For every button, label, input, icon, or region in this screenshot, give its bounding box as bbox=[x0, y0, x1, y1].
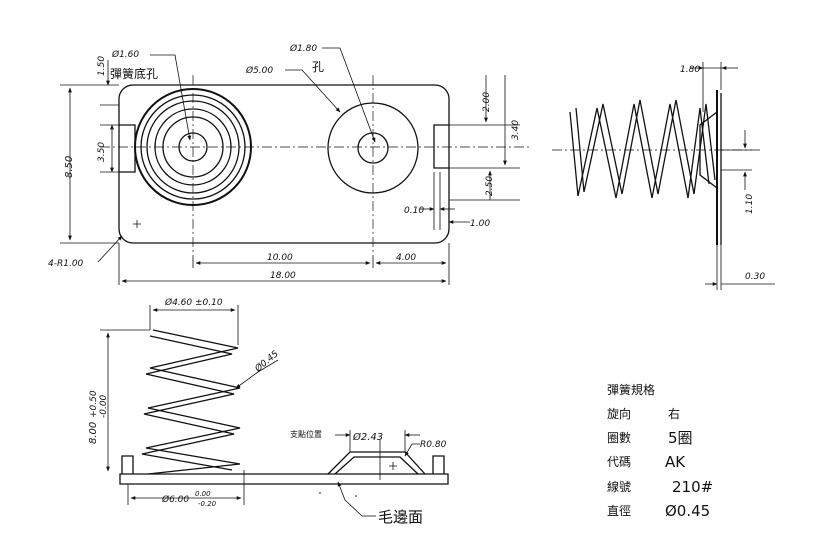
spec-label-coils: 圈數 bbox=[607, 431, 631, 445]
front-dim-base-tol-plus: 0.00 bbox=[195, 490, 211, 498]
dim-right-top: 2.00 bbox=[482, 92, 492, 112]
front-dim-height-tol-minus: -0.00 bbox=[99, 394, 109, 418]
front-dim-base-dia: Ø6.00 bbox=[161, 494, 189, 505]
front-spring bbox=[145, 329, 241, 475]
front-dim-height: 8.00 bbox=[88, 422, 99, 444]
spring-spec-table: 彈簧規格 旋向 右 圈數 5圈 代碼 AK 線號 210# 直徑 Ø0.45 bbox=[607, 382, 713, 520]
pad-bump bbox=[327, 451, 426, 475]
label-burr-surface: 毛邊面 bbox=[378, 508, 423, 526]
dim-center-spacing: 10.00 bbox=[267, 253, 293, 263]
top-view: 8.50 1.50 3.50 2.00 3.40 2.50 0.10 1.00 … bbox=[48, 43, 530, 285]
spec-label-diameter: 直徑 bbox=[607, 504, 631, 518]
label-pad-hole-suffix: 孔 bbox=[312, 60, 324, 74]
dim-right-total: 3.40 bbox=[511, 120, 521, 140]
dim-tab: 0.10 bbox=[404, 206, 424, 216]
base-plate bbox=[119, 473, 449, 485]
front-dim-radius: R0.80 bbox=[420, 440, 447, 450]
spec-value-wire-no: 210# bbox=[672, 478, 713, 496]
dim-total-height: 8.50 bbox=[64, 156, 75, 178]
front-dim-height-tol-plus: +0.50 bbox=[89, 390, 99, 418]
spec-value-coils: 5圈 bbox=[668, 429, 693, 447]
dim-right-bottom: 2.50 bbox=[485, 176, 495, 196]
side-dim-thickness: 0.30 bbox=[745, 272, 765, 282]
dim-pad-edge: 4.00 bbox=[396, 253, 416, 263]
spec-label-wire-no: 線號 bbox=[607, 479, 631, 494]
dim-tab-offset: 1.00 bbox=[470, 219, 490, 229]
spec-value-diameter: Ø0.45 bbox=[665, 502, 710, 520]
dim-pad-dia: Ø5.00 bbox=[245, 65, 273, 76]
dim-small-left: 1.50 bbox=[97, 56, 107, 76]
plate-outline bbox=[118, 84, 450, 244]
spec-label-code: 代碼 bbox=[607, 455, 631, 469]
label-spring-hole: 彈簧底孔 bbox=[110, 66, 158, 81]
right-tab bbox=[433, 124, 449, 169]
spec-label-direction: 旋向 bbox=[607, 406, 631, 421]
front-view: Ø4.60 ±0.10 Ø0.45 8.00 +0.50 -0.00 Ø6.00… bbox=[88, 297, 449, 526]
front-dim-top-dia: Ø4.60 ±0.10 bbox=[164, 297, 223, 308]
front-dim-wire: Ø0.45 bbox=[252, 348, 281, 375]
dim-hole: Ø1.60 bbox=[111, 49, 139, 60]
spec-value-direction: 右 bbox=[668, 406, 680, 421]
left-tab bbox=[119, 124, 136, 173]
front-dim-fulcrum: 支點位置 bbox=[290, 429, 322, 439]
side-dim-offset: 1.10 bbox=[745, 194, 755, 214]
dim-mid-left: 3.50 bbox=[97, 142, 107, 162]
front-dim-base-tol-minus: -0.20 bbox=[198, 500, 217, 508]
side-dim-height: 1.80 bbox=[680, 65, 700, 75]
spec-title: 彈簧規格 bbox=[607, 382, 655, 397]
dim-corner-radius: 4-R1.00 bbox=[48, 259, 84, 269]
dim-pad-hole: Ø1.80 bbox=[289, 43, 317, 54]
dim-length: 18.00 bbox=[270, 271, 296, 281]
side-view: 1.80 1.10 0.30 bbox=[552, 62, 775, 290]
spec-value-code: AK bbox=[665, 453, 686, 471]
front-dim-bump-dia: Ø2.43 bbox=[352, 431, 383, 443]
